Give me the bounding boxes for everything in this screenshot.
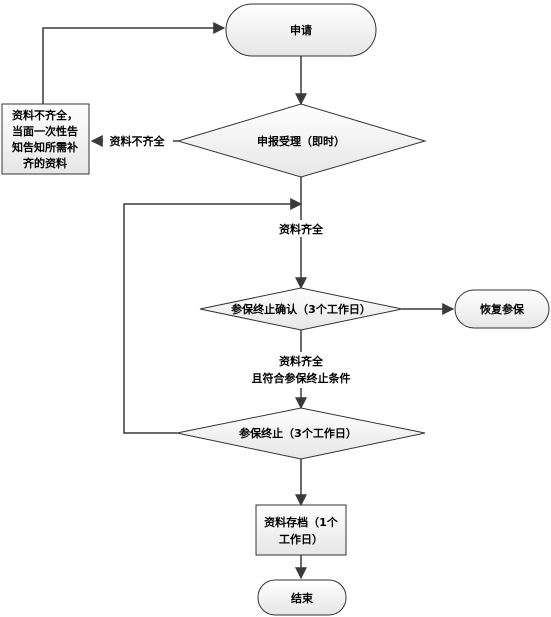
accept-decision [176,103,427,178]
archive-line-2: 工作日） [279,532,323,546]
edge-label-bg [103,132,173,149]
edge-label-complete-conditions-1: 资料齐全 [279,354,324,368]
terminate-decision [176,407,426,460]
notify-line-2: 当面一次性告 [12,124,78,138]
archive-line-1: 资料存档（1个 [264,515,339,529]
notify-box [1,103,90,175]
start-node [225,3,377,57]
edge-label-bg [238,352,364,388]
notify-line-4: 齐的资料 [23,156,67,170]
start-node-label: 申请 [290,23,312,37]
edge-notify-back-to-start [42,22,226,104]
accept-decision-label: 申报受理（即时） [257,134,345,148]
edge-terminate-loop-back [123,198,303,434]
edge-label-bg [268,220,334,237]
terminate-decision-label: 参保终止（3个工作日） [239,426,357,440]
restore-node-label: 恢复参保 [480,302,525,316]
end-node [257,579,347,616]
edge-label-complete: 资料齐全 [279,222,324,236]
notify-line-1: 资料不齐全， [12,108,78,122]
edge-label-complete-conditions-2: 且符合参保终止条件 [252,371,351,385]
confirm-decision-label: 参保终止确认（3个工作日） [231,302,371,316]
notify-line-3: 知告知所需补 [11,140,78,154]
edge-label-incomplete: 资料不齐全 [110,134,166,148]
confirm-decision [199,287,403,331]
end-node-label: 结束 [290,591,314,605]
restore-node [454,289,550,329]
archive-box [255,504,347,556]
